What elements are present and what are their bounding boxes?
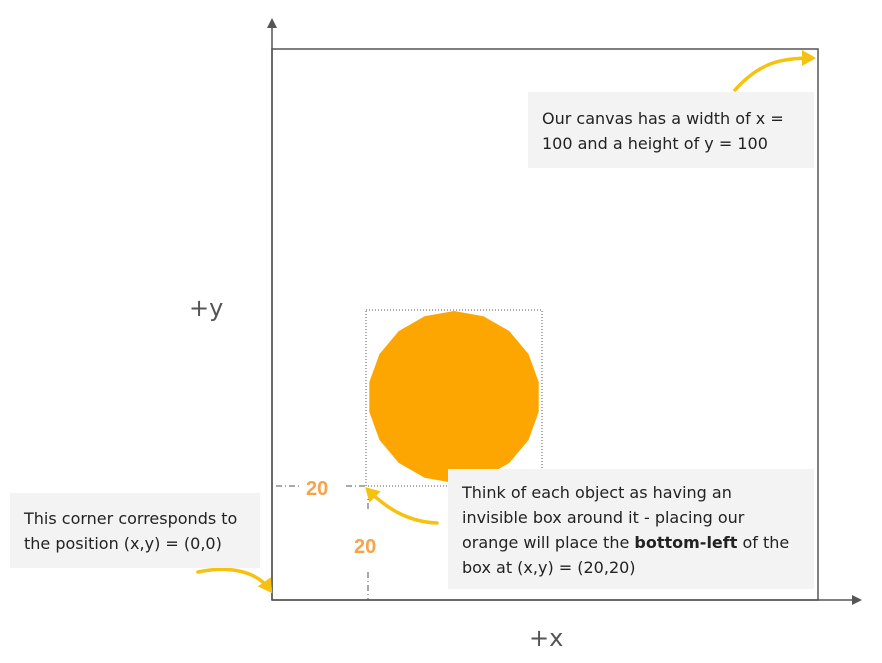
canvas-corner-arrow <box>733 50 816 92</box>
origin-note: This corner corresponds to the position … <box>10 493 260 568</box>
bottom-left-emphasis: bottom-left <box>634 533 738 552</box>
bounding-box-note-text: Think of each object as having an invisi… <box>462 483 745 552</box>
x-coordinate-label: 20 <box>306 478 329 500</box>
canvas-size-note: Our canvas has a width of x = 100 and a … <box>528 92 814 168</box>
orange-object <box>369 311 539 483</box>
bounding-box-note: Think of each object as having an invisi… <box>448 469 814 589</box>
bounding-box-note-text-end: of the box at (x,y) = (20,20) <box>462 533 790 577</box>
x-axis-label: +x <box>529 624 564 652</box>
y-coordinate-label: 20 <box>354 536 377 558</box>
y-axis-label: +y <box>189 294 224 322</box>
object-bounding-box <box>365 309 543 487</box>
bottom-left-arrow <box>365 487 439 525</box>
origin-arrow <box>196 567 273 594</box>
